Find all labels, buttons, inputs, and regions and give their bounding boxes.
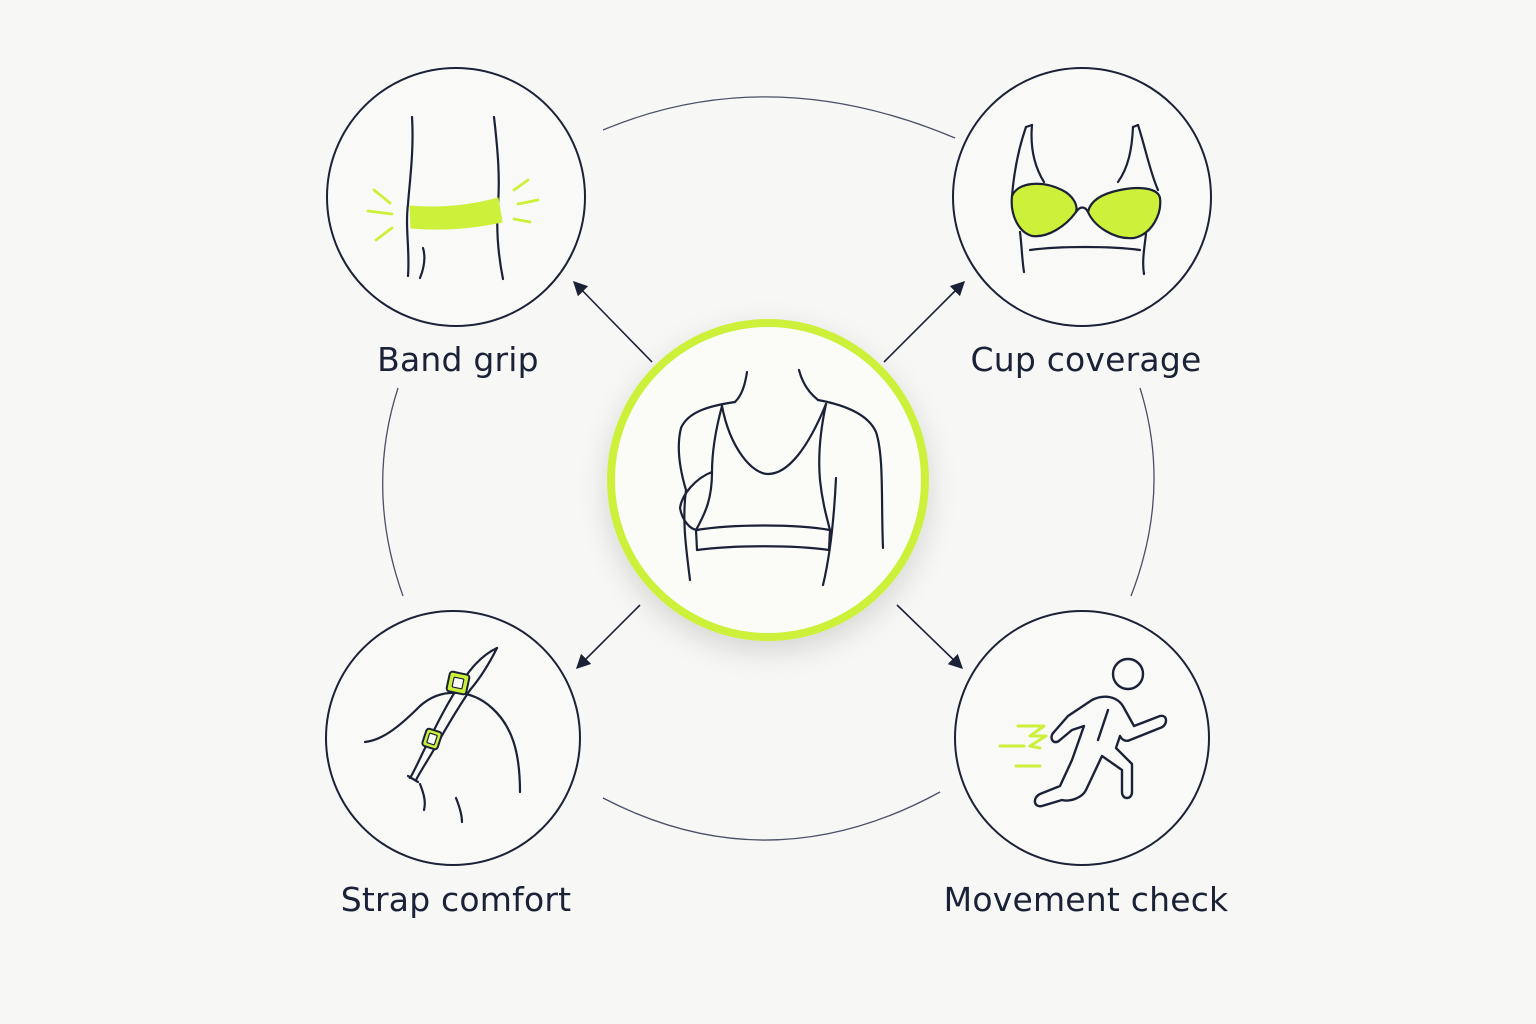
arrow-to-cup (883, 280, 966, 363)
cup-coverage-circle (952, 67, 1212, 327)
band-grip-label: Band grip (377, 340, 539, 379)
cup-coverage-label: Cup coverage (970, 340, 1202, 379)
arrow-to-movement (896, 604, 964, 670)
strap-comfort-icon (363, 646, 522, 824)
arrow-to-band (572, 280, 653, 363)
movement-check-label: Movement check (943, 880, 1229, 919)
center-node (607, 319, 929, 641)
cup-coverage-icon (1010, 123, 1162, 276)
ring-arc-bottom (602, 791, 941, 841)
strap-comfort-circle (325, 610, 581, 866)
band-highlight (409, 197, 503, 230)
node-circles (325, 67, 1212, 866)
movement-check-icon (998, 657, 1168, 808)
strap-comfort-label: Strap comfort (340, 880, 572, 919)
center-circle (607, 319, 929, 641)
band-grip-circle (326, 67, 586, 327)
movement-check-circle (954, 610, 1210, 866)
ring-arc-left (382, 387, 404, 597)
ring-arcs (382, 96, 1155, 841)
ring-arc-top (602, 96, 956, 139)
arrow-to-strap (575, 604, 641, 670)
left-cup-fill (1011, 183, 1077, 237)
right-cup-fill (1088, 188, 1161, 239)
ring-arc-right (1130, 387, 1155, 597)
band-grip-icon (366, 115, 540, 281)
sports-bra-torso-icon (677, 368, 885, 587)
arrows (572, 280, 966, 670)
